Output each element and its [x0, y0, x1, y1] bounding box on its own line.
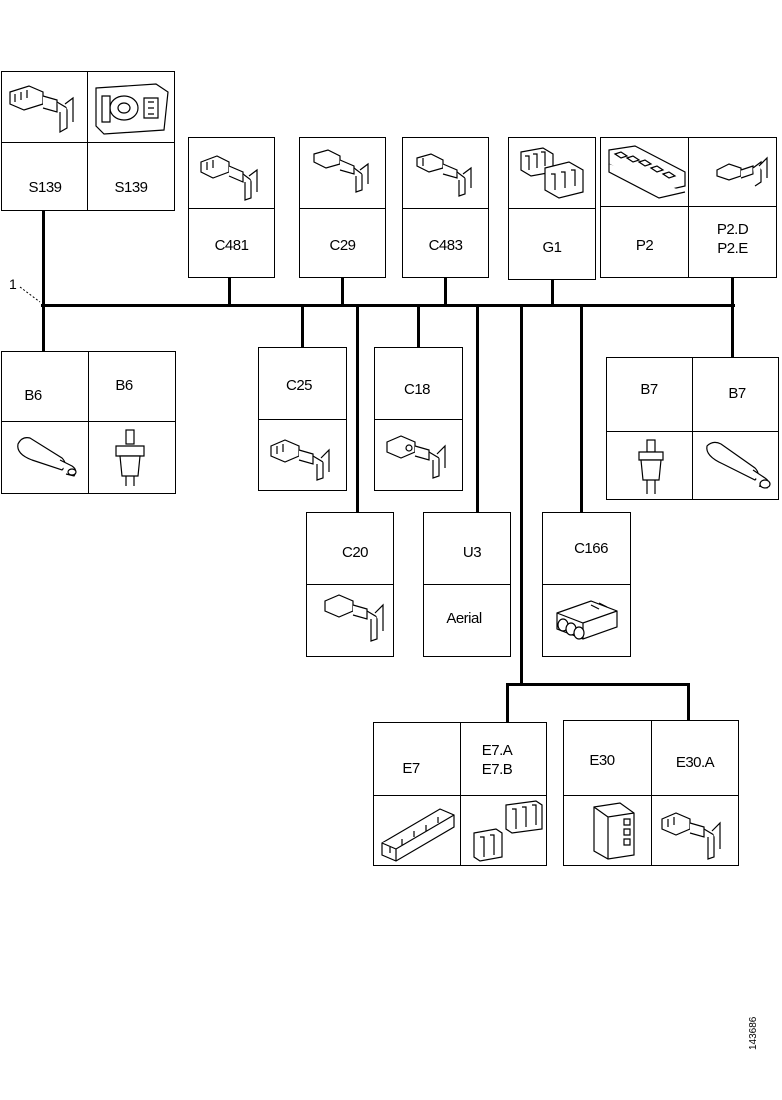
- connector-box-g1: G1: [508, 137, 596, 280]
- four-pin-connector-icon: [556, 600, 618, 640]
- wire-e-branch: [520, 305, 523, 685]
- wire-p2: [731, 277, 734, 358]
- connector-box-u3: U3 Aerial: [423, 512, 511, 657]
- p2d-p2e-label: P2.D P2.E: [716, 221, 749, 257]
- connector-box-c483: C483: [402, 137, 489, 278]
- wire-u3: [476, 305, 479, 513]
- wire-e7: [506, 683, 509, 723]
- wire-c483: [444, 277, 447, 305]
- connector-box-s139: S139 S139: [1, 71, 175, 211]
- c25-label: C25: [285, 377, 313, 394]
- c166-label: C166: [574, 540, 608, 557]
- terminal-icon: [386, 435, 446, 479]
- connector-box-e30: E30 E30.A: [563, 720, 739, 866]
- bulb-holder-icon: [17, 437, 77, 477]
- wire-c25: [301, 305, 304, 348]
- b6-left-label: B6: [24, 387, 42, 404]
- dual-block-connector-icon: [473, 800, 543, 862]
- wire-c481: [228, 277, 231, 305]
- module-connector-icon: [593, 802, 635, 860]
- switch-icon: [115, 429, 145, 486]
- long-connector-icon: [381, 808, 455, 862]
- p2-label: P2: [635, 237, 654, 254]
- connector-box-p2: P2 P2.D P2.E: [600, 137, 777, 278]
- e30-label: E30: [589, 752, 615, 769]
- wire-c29: [341, 277, 344, 305]
- c29-label: C29: [329, 237, 356, 254]
- c18-label: C18: [403, 381, 431, 398]
- wire-g1: [551, 279, 554, 305]
- connector-box-e7: E7 E7.A E7.B: [373, 722, 547, 866]
- instrument-connector-icon: [608, 145, 686, 199]
- b6-right-label: B6: [115, 377, 133, 394]
- e7a-e7b-label: E7.A E7.B: [481, 742, 513, 778]
- connector-box-c20: C20: [306, 512, 394, 657]
- wire-e30: [687, 683, 690, 721]
- terminal-icon: [324, 594, 384, 642]
- c20-label: C20: [341, 544, 369, 561]
- connector-box-c18: C18: [374, 347, 463, 491]
- wire-s139-drop: [42, 210, 45, 352]
- terminal-icon: [716, 156, 768, 187]
- leader-label: 1: [9, 276, 17, 292]
- wire-c166: [580, 305, 583, 513]
- connector-box-c481: C481: [188, 137, 275, 278]
- main-trunk-wire: [41, 304, 735, 307]
- e30a-label: E30.A: [675, 754, 715, 771]
- bulb-holder-icon: [706, 441, 771, 489]
- u3-label: U3: [462, 544, 482, 561]
- connector-box-b7: B7 B7: [606, 357, 779, 500]
- terminal-icon: [661, 812, 721, 860]
- connector-box-c25: C25: [258, 347, 347, 491]
- b7-right-label: B7: [728, 385, 746, 402]
- terminal-icon: [200, 155, 258, 201]
- c483-label: C483: [428, 237, 463, 254]
- multi-pin-connector-icon: [520, 147, 584, 199]
- wire-e-horizontal: [506, 683, 690, 686]
- terminal-icon: [313, 149, 369, 193]
- aerial-label: Aerial: [446, 610, 482, 627]
- switch-icon: [638, 439, 664, 494]
- figure-reference-number: 143686: [748, 1016, 759, 1050]
- terminal-icon: [270, 439, 330, 481]
- c481-label: C481: [214, 237, 249, 254]
- terminal-icon: [9, 85, 74, 134]
- s139-left-label: S139: [28, 179, 62, 196]
- wire-c20: [356, 305, 359, 513]
- connector-box-c166: C166: [542, 512, 631, 657]
- wire-c18: [417, 305, 420, 348]
- connector-box-c29: C29: [299, 137, 386, 278]
- e7-label: E7: [402, 760, 420, 777]
- connector-box-b6: B6 B6: [1, 351, 176, 494]
- terminal-icon: [416, 153, 472, 197]
- b7-left-label: B7: [640, 381, 658, 398]
- s139-right-label: S139: [114, 179, 148, 196]
- g1-label: G1: [542, 239, 562, 256]
- switch-panel-icon: [95, 83, 169, 135]
